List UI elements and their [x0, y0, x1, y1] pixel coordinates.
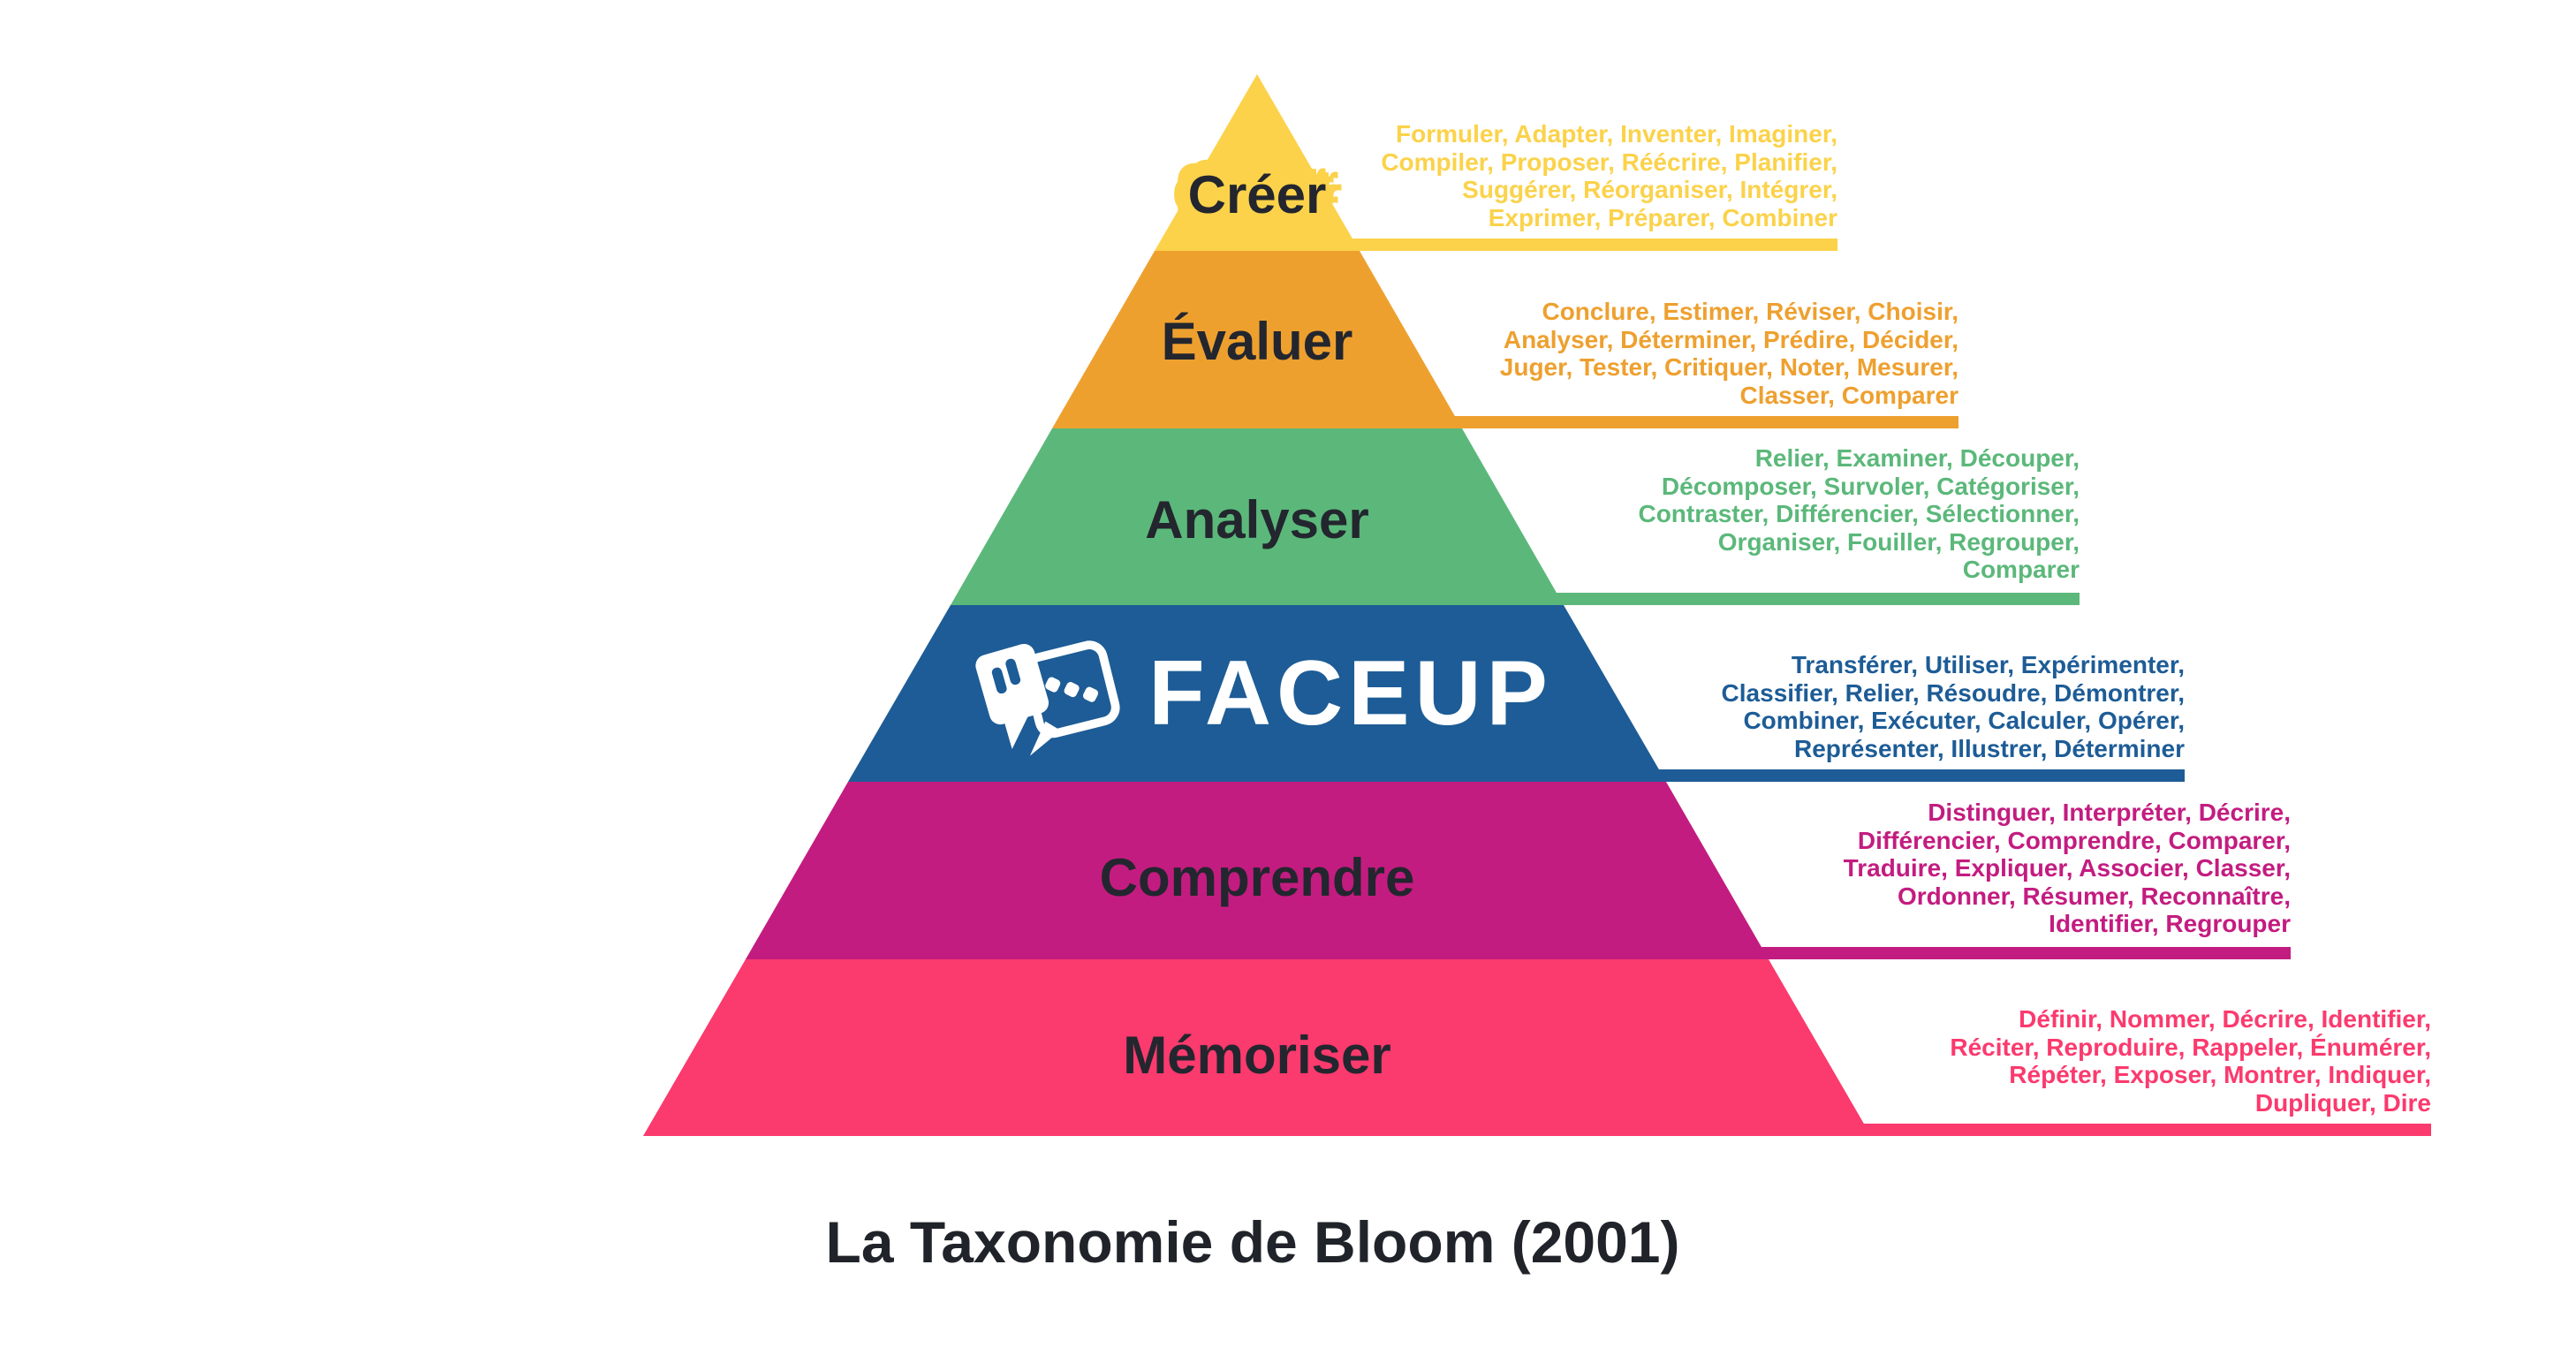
- underline-bar-evaluer: [1405, 416, 1959, 428]
- faceup-logo-icon: [975, 640, 1120, 756]
- level-label-memoriser: Mémoriser: [1123, 1026, 1391, 1085]
- faceup-wordmark: FACEUP: [1148, 641, 1553, 745]
- level-label-evaluer: Évaluer: [1161, 312, 1353, 371]
- verb-list-appliquer: Transférer, Utiliser, Expérimenter, Clas…: [1721, 651, 2185, 762]
- verb-list-analyser: Relier, Examiner, Découper, Décomposer, …: [1638, 444, 2080, 583]
- pyramid-level-comprendre: [746, 782, 1769, 959]
- underline-bar-creer: [1307, 239, 1837, 251]
- verb-list-creer: Formuler, Adapter, Inventer, Imaginer, C…: [1381, 120, 1837, 231]
- verb-list-evaluer: Conclure, Estimer, Réviser, Choisir, Ana…: [1499, 298, 1959, 409]
- verb-list-comprendre: Distinguer, Interpréter, Décrire, Différ…: [1843, 799, 2291, 937]
- underline-bar-memoriser: [1802, 1124, 2431, 1136]
- level-label-analyser: Analyser: [1145, 490, 1369, 549]
- faceup-logo: FACEUP: [961, 627, 1553, 760]
- verb-list-memoriser: Définir, Nommer, Décrire, Identifier, Ré…: [1950, 1005, 2431, 1117]
- underline-bar-analyser: [1502, 593, 2080, 605]
- level-label-creer: Créer: [1187, 165, 1327, 224]
- page-title: La Taxonomie de Bloom (2001): [825, 1209, 1680, 1275]
- level-label-comprendre: Comprendre: [1099, 848, 1415, 907]
- underline-bar-comprendre: [1705, 947, 2291, 959]
- pyramid-level-creer: [1155, 74, 1360, 251]
- underline-bar-appliquer: [1608, 769, 2185, 782]
- pyramid-level-analyser: [951, 428, 1564, 605]
- pyramid-level-memoriser: [643, 959, 1871, 1136]
- pyramid-level-evaluer: [1052, 251, 1462, 428]
